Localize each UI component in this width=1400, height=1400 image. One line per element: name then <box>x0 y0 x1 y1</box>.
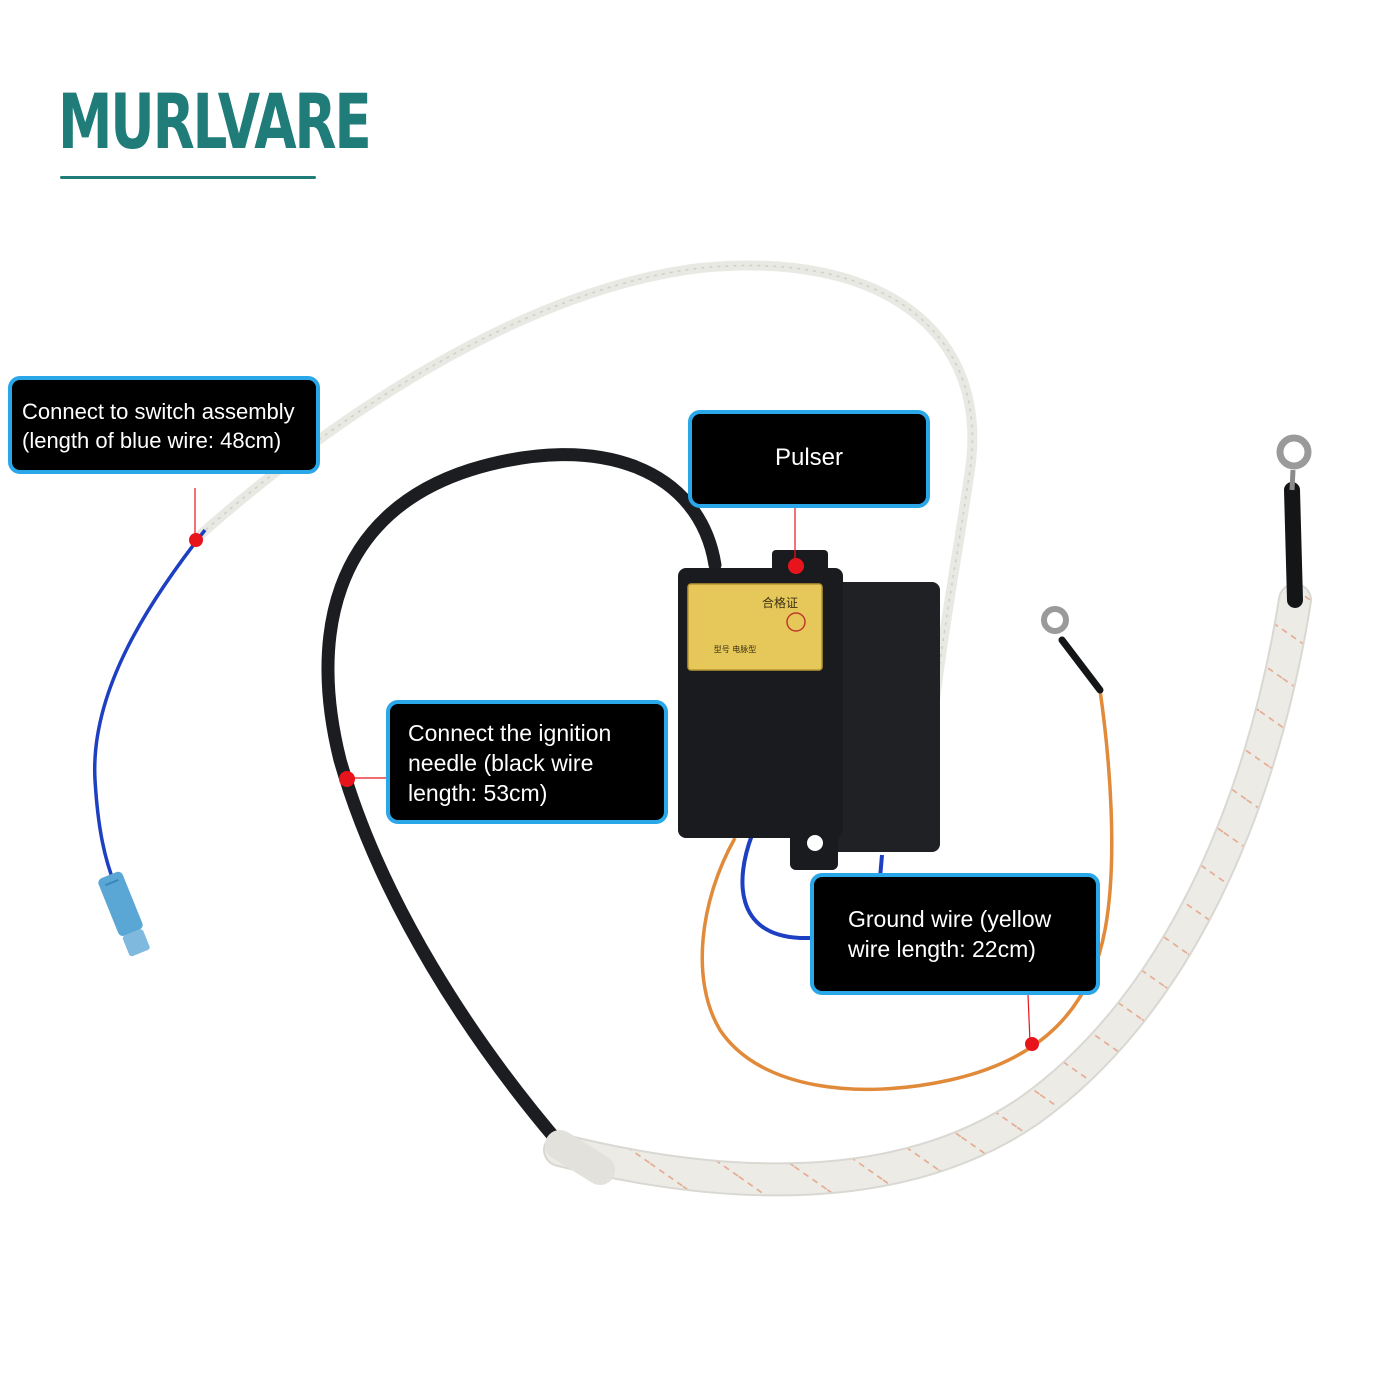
callout-switch-line2: (length of blue wire: 48cm) <box>22 428 282 453</box>
callout-needle-line3: length: 53cm) <box>408 780 548 806</box>
callout-pulser: Pulser <box>688 410 930 508</box>
callout-pulser-label: Pulser <box>774 444 844 471</box>
white-thin-wire <box>195 260 978 705</box>
certificate-sticker <box>687 583 823 671</box>
callout-needle-line2: needle (black wire <box>408 750 594 776</box>
sticker-model: 型号 电脉型 <box>714 644 757 654</box>
ring-terminal-icon <box>1276 434 1312 470</box>
heat-shrink <box>1284 482 1303 608</box>
callout-switch-line1: Connect to switch assembly <box>22 399 295 424</box>
brand-logo: MURLVARE <box>58 72 372 184</box>
spade-connector-icon <box>98 871 150 957</box>
callout-ignition-needle: Connect the ignition needle (black wire … <box>386 700 668 824</box>
pulser-module: 合格证 型号 电脉型 <box>678 550 940 870</box>
brand-logo-underline <box>60 176 316 179</box>
black-ignition-wire <box>321 448 722 1157</box>
marker-switch <box>189 533 203 547</box>
orange-ground-wire <box>700 689 1114 1092</box>
callout-ground-line1: Ground wire (yellow <box>848 906 1052 932</box>
callout-needle-line1: Connect the ignition <box>408 720 612 746</box>
callout-switch-assembly: Connect to switch assembly (length of bl… <box>8 376 320 474</box>
ring-terminal-icon <box>1041 606 1069 634</box>
marker-pulser <box>788 558 804 574</box>
brand-logo-text: MURLVARE <box>58 77 372 166</box>
marker-ground <box>1025 1037 1039 1051</box>
marker-needle <box>339 771 355 787</box>
callout-ground-wire: Ground wire (yellow wire length: 22cm) <box>810 873 1100 995</box>
blue-switch-wire <box>93 528 207 886</box>
sticker-title: 合格证 <box>762 595 798 610</box>
callout-ground-line2: wire length: 22cm) <box>848 936 1036 962</box>
